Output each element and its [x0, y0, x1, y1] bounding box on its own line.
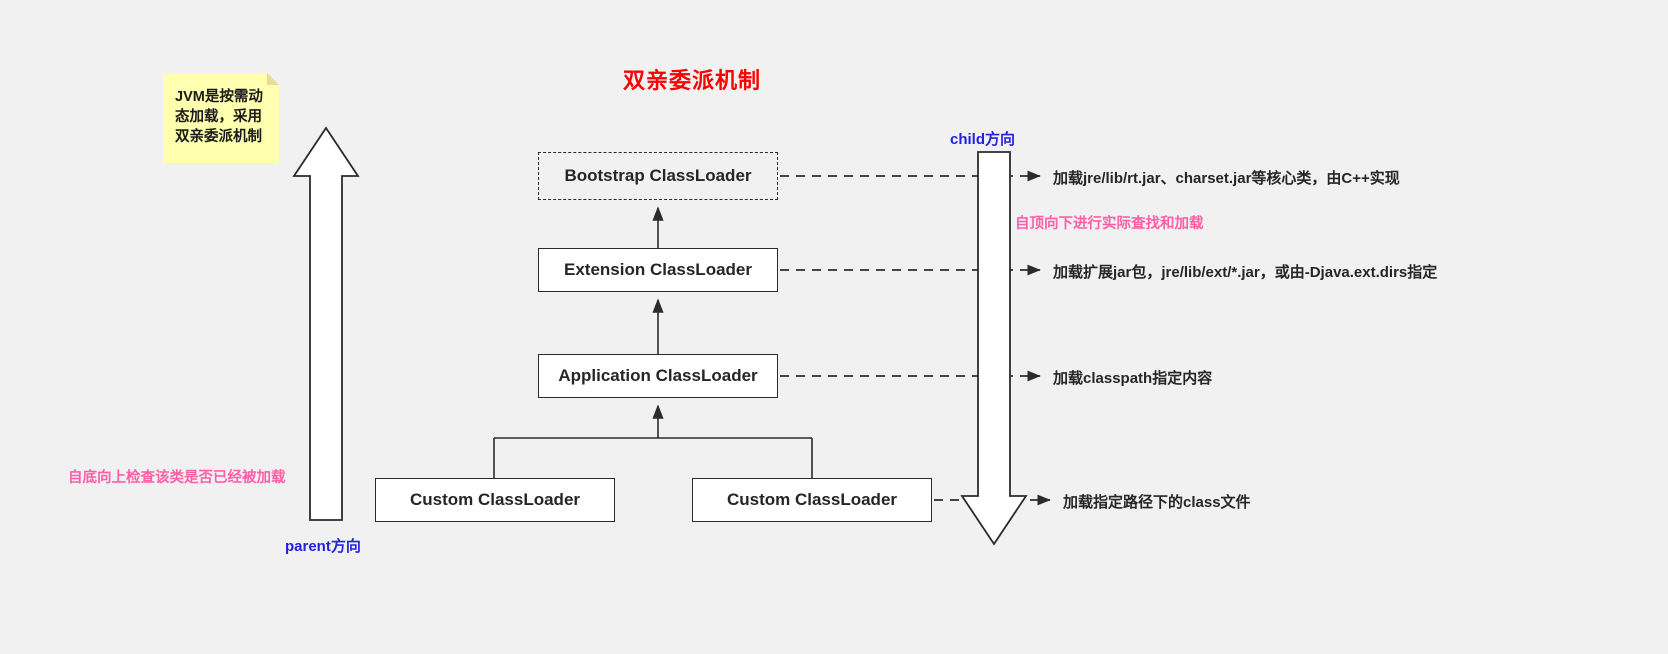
- label-top-down-loading: 自顶向下进行实际查找和加载: [1015, 216, 1204, 232]
- sticky-note-fold-icon: [267, 73, 279, 85]
- sticky-note: JVM是按需动 态加载，采用 双亲委派机制: [163, 73, 279, 163]
- node-application-classloader[interactable]: Application ClassLoader: [538, 354, 778, 398]
- sticky-note-text: JVM是按需动 态加载，采用 双亲委派机制: [175, 89, 263, 145]
- child-direction-arrow: [960, 151, 1028, 546]
- description-extension: 加载扩展jar包，jre/lib/ext/*.jar，或由-Djava.ext.…: [1053, 264, 1438, 281]
- label-parent-direction: parent方向: [285, 538, 361, 555]
- diagram-title: 双亲委派机制: [622, 68, 761, 93]
- node-extension-classloader[interactable]: Extension ClassLoader: [538, 248, 778, 292]
- description-leaders: [780, 170, 1051, 506]
- label-child-direction: child方向: [950, 131, 1016, 148]
- node-custom-classloader-left[interactable]: Custom ClassLoader: [375, 478, 615, 522]
- node-custom-classloader-right[interactable]: Custom ClassLoader: [692, 478, 932, 522]
- description-bootstrap: 加载jre/lib/rt.jar、charset.jar等核心类，由C++实现: [1053, 170, 1400, 187]
- parent-direction-arrow: [292, 126, 360, 521]
- label-bottom-up-check: 自底向上检查该类是否已经被加载: [68, 470, 286, 486]
- description-custom: 加载指定路径下的class文件: [1063, 494, 1251, 511]
- description-application: 加载classpath指定内容: [1053, 370, 1213, 387]
- node-bootstrap-classloader[interactable]: Bootstrap ClassLoader: [538, 152, 778, 200]
